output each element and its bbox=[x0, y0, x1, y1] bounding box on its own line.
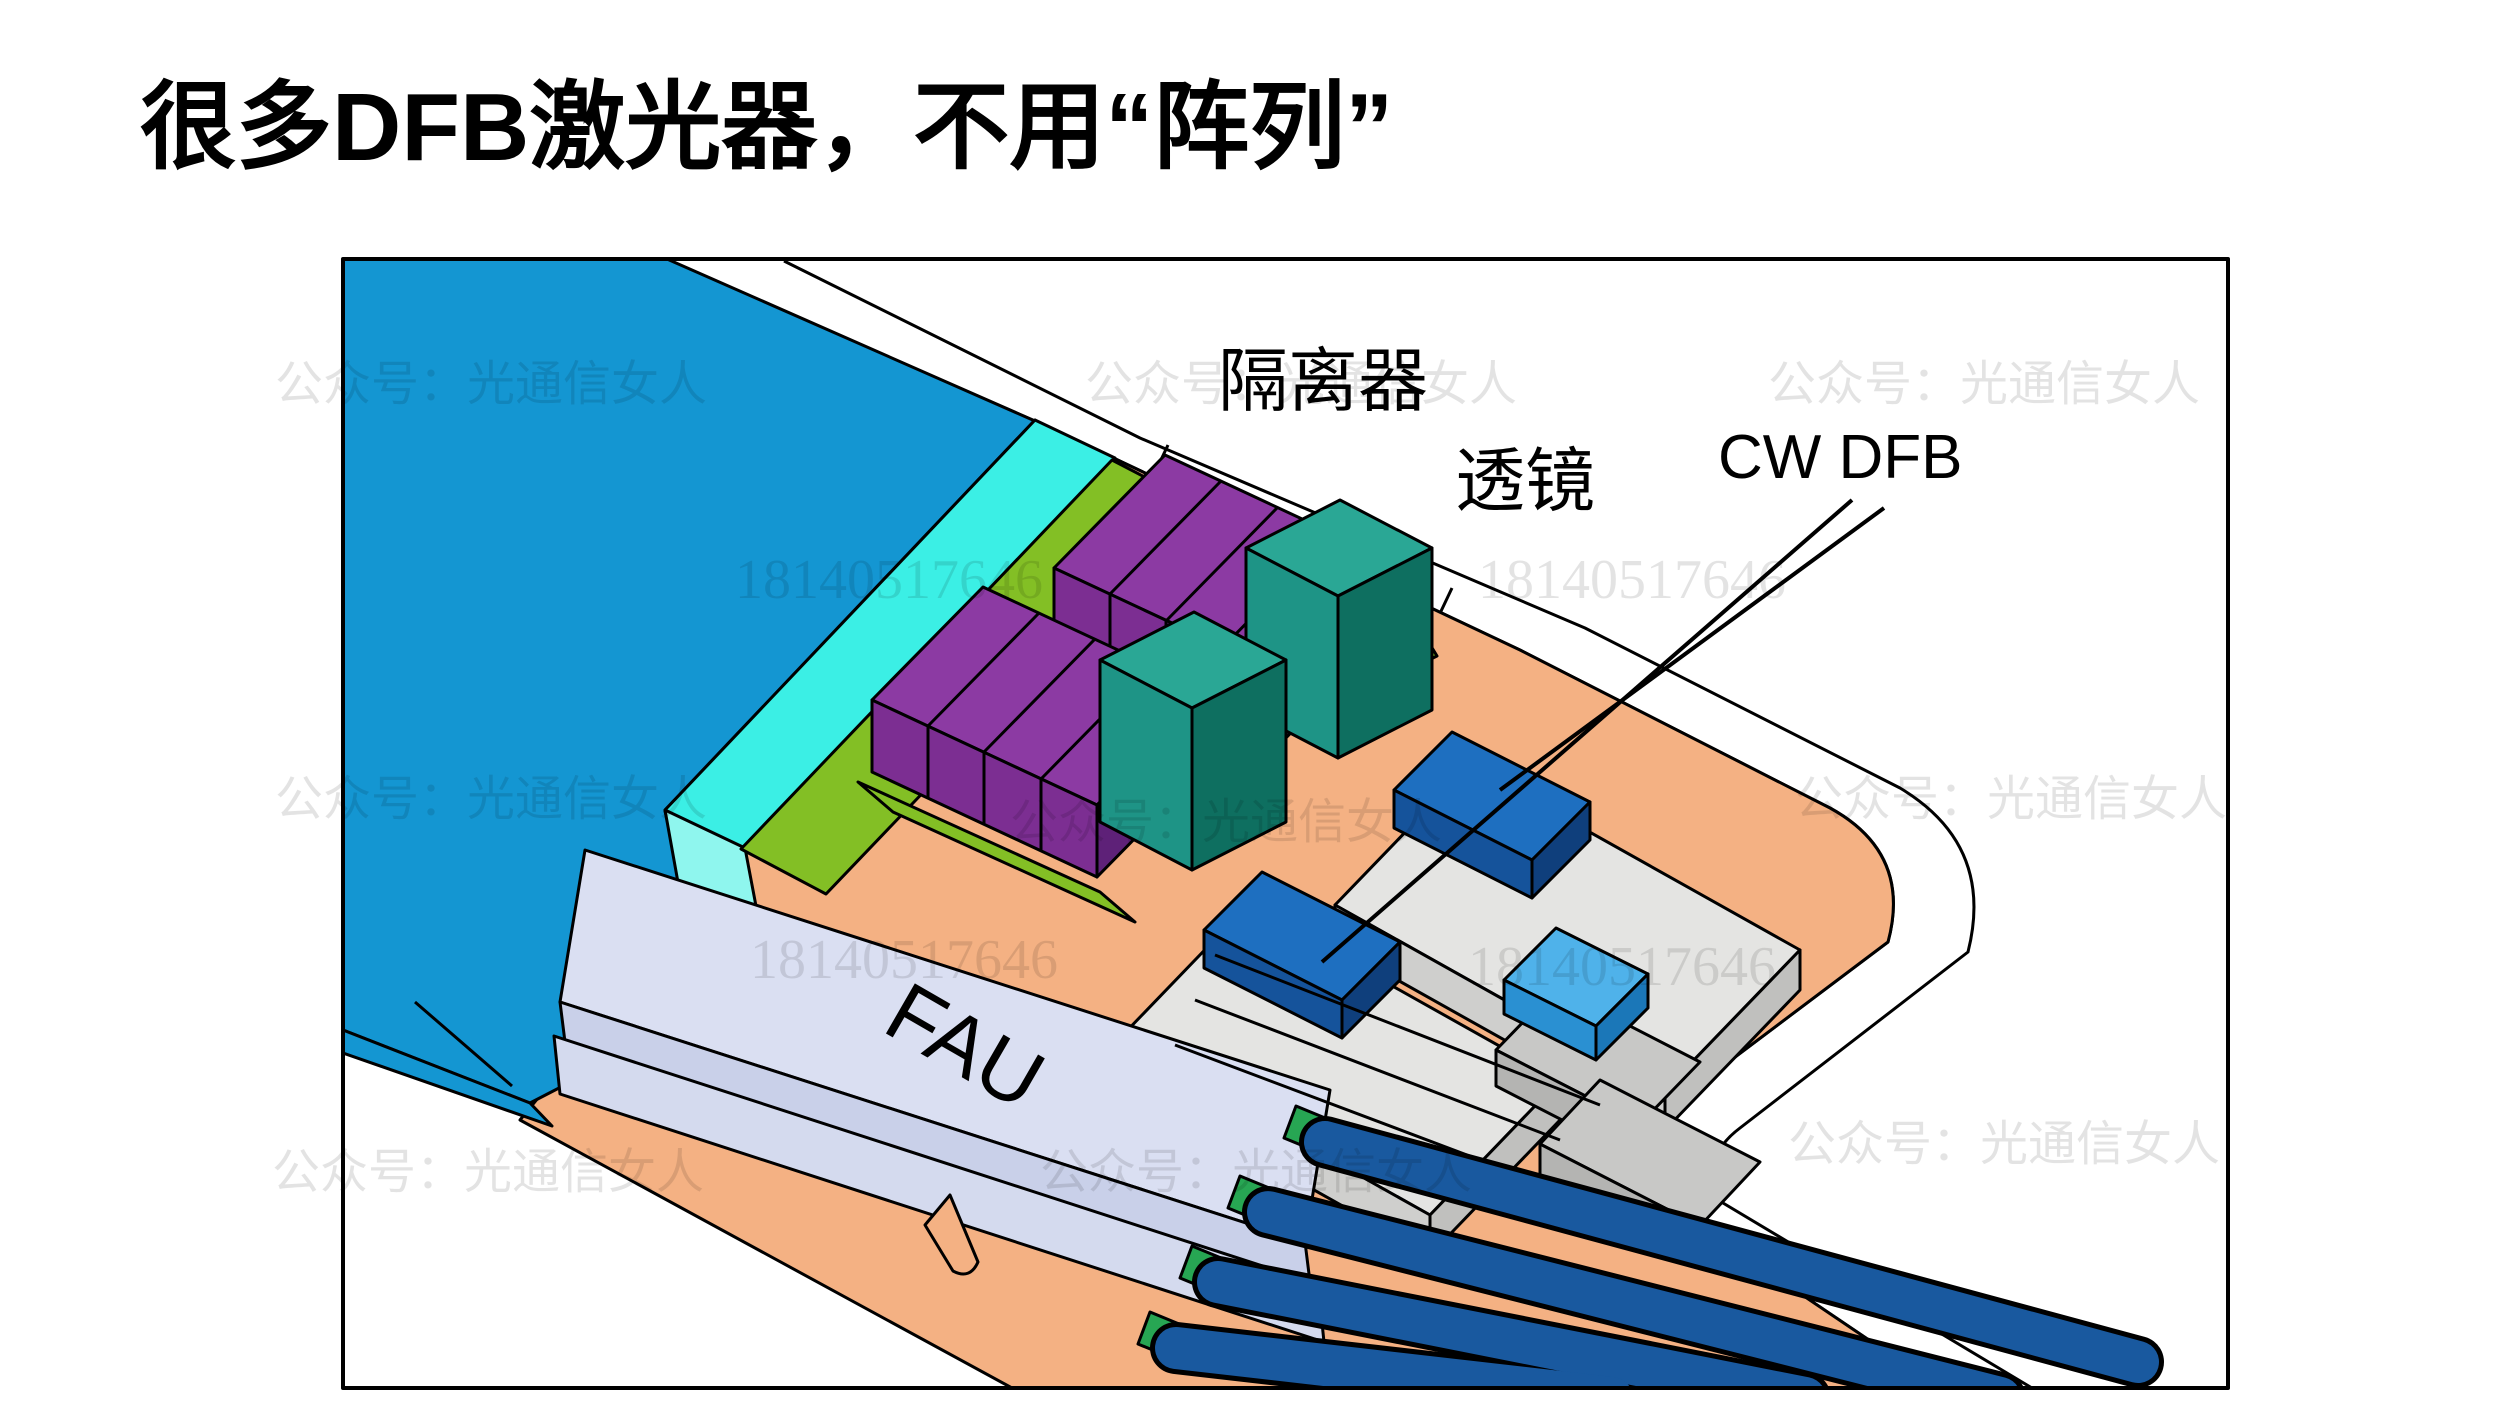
watermark-phone: 18140517646 bbox=[735, 549, 1043, 611]
page-title: 很多DFB激光器，不用“阵列” bbox=[140, 74, 1393, 181]
watermark-account: 公众号：光通信女人 bbox=[1768, 358, 2200, 411]
watermark-account: 公众号：光通信女人 bbox=[1085, 358, 1517, 411]
watermark-account: 公众号：光通信女人 bbox=[1788, 1118, 2220, 1171]
cw-dfb-leader-lines bbox=[1320, 498, 1886, 964]
cw-dfb-chip-1 bbox=[1392, 730, 1592, 900]
watermark-account: 公众号：光通信女人 bbox=[272, 1146, 704, 1199]
watermark-phone: 18140517646 bbox=[750, 929, 1058, 991]
watermark-account: 公众号：光通信女人 bbox=[275, 358, 707, 411]
diagram-frame bbox=[341, 257, 2230, 1390]
watermark-phone: 18140517646 bbox=[1478, 549, 1786, 611]
fiber-1 bbox=[1304, 1121, 2159, 1383]
watermark-phone: 18140517646 bbox=[1468, 936, 1776, 998]
fiber-4 bbox=[1155, 1327, 1631, 1388]
isolator-label: 隔离器 bbox=[1218, 342, 1428, 420]
monitor-chip bbox=[1502, 926, 1650, 1062]
cw-dfb-label: CW DFB bbox=[1718, 423, 1963, 492]
fiber-2 bbox=[1247, 1191, 2019, 1388]
fibers bbox=[1150, 1116, 2164, 1388]
watermark-account: 公众号：光通信女人 bbox=[1795, 773, 2227, 826]
watermark-account: 公众号：光通信女人 bbox=[275, 773, 707, 826]
fau-notch bbox=[923, 1193, 980, 1276]
lens-label: 透镜 bbox=[1455, 442, 1595, 520]
fiber-3 bbox=[1197, 1261, 1824, 1388]
watermark-account: 公众号：光通信女人 bbox=[1040, 1146, 1472, 1199]
watermark-layer: 公众号：光通信女人 公众号：光通信女人 公众号：光通信女人 公众号：光通信女人 … bbox=[272, 358, 2227, 1199]
lens-block-2 bbox=[1098, 610, 1288, 872]
watermark-account: 公众号：光通信女人 bbox=[1010, 796, 1442, 849]
cw-dfb-chip-2 bbox=[1202, 870, 1402, 1040]
